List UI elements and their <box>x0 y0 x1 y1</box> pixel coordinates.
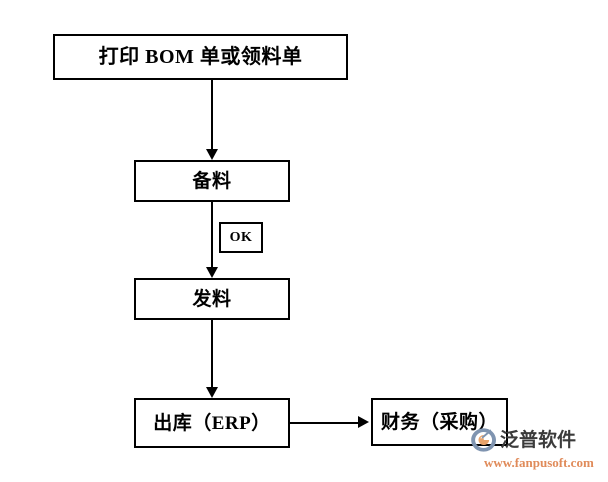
flow-node-outbound-erp[interactable]: 出库（ERP） <box>134 398 290 448</box>
flow-edge-outbound-to-finance-arrowhead-icon <box>358 416 369 428</box>
flow-edge-issue-to-outbound-arrowhead-icon <box>206 387 218 398</box>
flow-node-print-bom-label: 打印 BOM 单或领料单 <box>98 46 303 68</box>
flow-edge-label-ok-text: OK <box>229 229 253 245</box>
flow-edge-print-to-prepare-line <box>211 80 213 150</box>
watermark-url-text: www.fanpusoft.com <box>484 455 594 470</box>
flow-edge-prepare-to-issue-arrowhead-icon <box>206 267 218 278</box>
flow-node-issue-material[interactable]: 发料 <box>134 278 290 320</box>
flow-edge-print-to-prepare-arrowhead-icon <box>206 149 218 160</box>
watermark-brand-text: 泛普软件 <box>500 428 577 451</box>
flow-node-finance-purchase[interactable]: 财务（采购） <box>371 398 508 446</box>
flow-node-issue-material-label: 发料 <box>192 288 232 310</box>
flow-node-prepare-material[interactable]: 备料 <box>134 160 290 202</box>
flow-edge-outbound-to-finance-line <box>290 422 360 424</box>
flow-edge-issue-to-outbound-line <box>211 320 213 388</box>
flow-edge-prepare-to-issue-line <box>211 202 213 268</box>
flow-edge-label-ok[interactable]: OK <box>219 222 263 253</box>
flow-node-finance-purchase-label: 财务（采购） <box>380 411 498 433</box>
flow-node-outbound-erp-label: 出库（ERP） <box>153 412 271 434</box>
flow-node-print-bom[interactable]: 打印 BOM 单或领料单 <box>53 34 348 80</box>
flow-node-prepare-material-label: 备料 <box>192 170 232 192</box>
